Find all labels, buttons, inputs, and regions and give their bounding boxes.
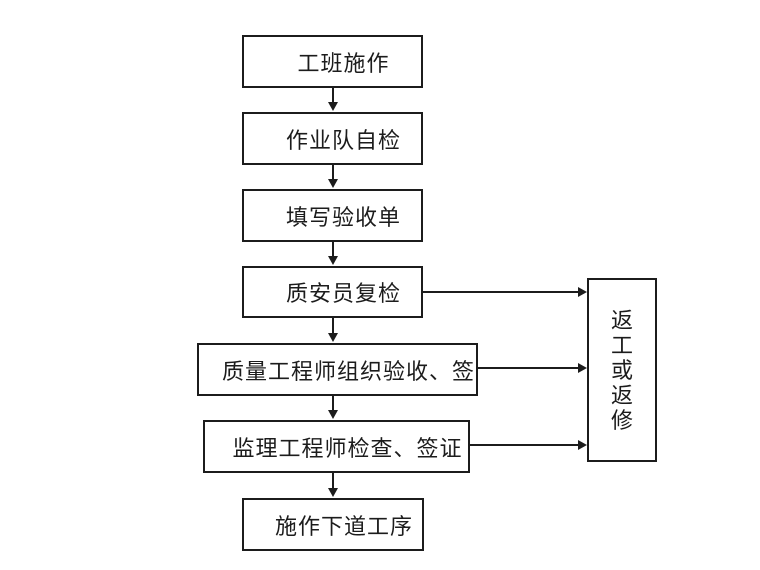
arrow-right-icon bbox=[578, 363, 587, 373]
arrow-down-icon bbox=[328, 256, 338, 265]
node-fill-acceptance-form: 填写验收单 bbox=[242, 189, 423, 242]
node-rework-or-repair-label: 返工或返修 bbox=[610, 307, 633, 433]
arrow-down-icon bbox=[328, 488, 338, 497]
node-team-self-inspection: 作业队自检 bbox=[242, 112, 423, 165]
node-crew-construction: 工班施作 bbox=[242, 35, 423, 88]
arrow-down-icon bbox=[328, 102, 338, 111]
flow-arrow-down-2 bbox=[328, 165, 338, 188]
node-quality-safety-recheck-label: 质安员复检 bbox=[285, 281, 401, 306]
flow-arrow-right-acceptance-to-rework bbox=[478, 363, 587, 373]
node-quality-safety-recheck: 质安员复检 bbox=[242, 266, 423, 318]
node-rework-or-repair: 返工或返修 bbox=[587, 278, 657, 462]
flow-arrow-down-4 bbox=[328, 318, 338, 342]
flow-arrow-right-recheck-to-rework bbox=[423, 287, 587, 297]
node-fill-acceptance-form-label: 填写验收单 bbox=[285, 204, 401, 230]
node-supervising-engineer-check-label: 监理工程师检查、签证 bbox=[232, 435, 463, 461]
arrow-down-icon bbox=[328, 333, 338, 342]
flow-arrow-down-3 bbox=[328, 242, 338, 265]
node-supervising-engineer-check: 监理工程师检查、签证 bbox=[203, 420, 470, 473]
flow-arrow-down-1 bbox=[328, 88, 338, 111]
node-team-self-inspection-label: 作业队自检 bbox=[285, 127, 401, 153]
node-next-process: 施作下道工序 bbox=[242, 498, 424, 551]
flow-arrow-right-supervisor-to-rework bbox=[470, 440, 587, 450]
arrow-down-icon bbox=[328, 179, 338, 188]
arrow-down-icon bbox=[328, 410, 338, 419]
arrow-right-icon bbox=[578, 440, 587, 450]
node-quality-engineer-acceptance: 质量工程师组织验收、签 bbox=[197, 343, 478, 396]
flow-arrow-down-6 bbox=[328, 473, 338, 497]
arrow-right-icon bbox=[578, 287, 587, 297]
node-quality-engineer-acceptance-label: 质量工程师组织验收、签 bbox=[221, 358, 475, 384]
node-next-process-label: 施作下道工序 bbox=[274, 513, 413, 539]
flow-arrow-down-5 bbox=[328, 396, 338, 419]
node-crew-construction-label: 工班施作 bbox=[297, 50, 390, 76]
